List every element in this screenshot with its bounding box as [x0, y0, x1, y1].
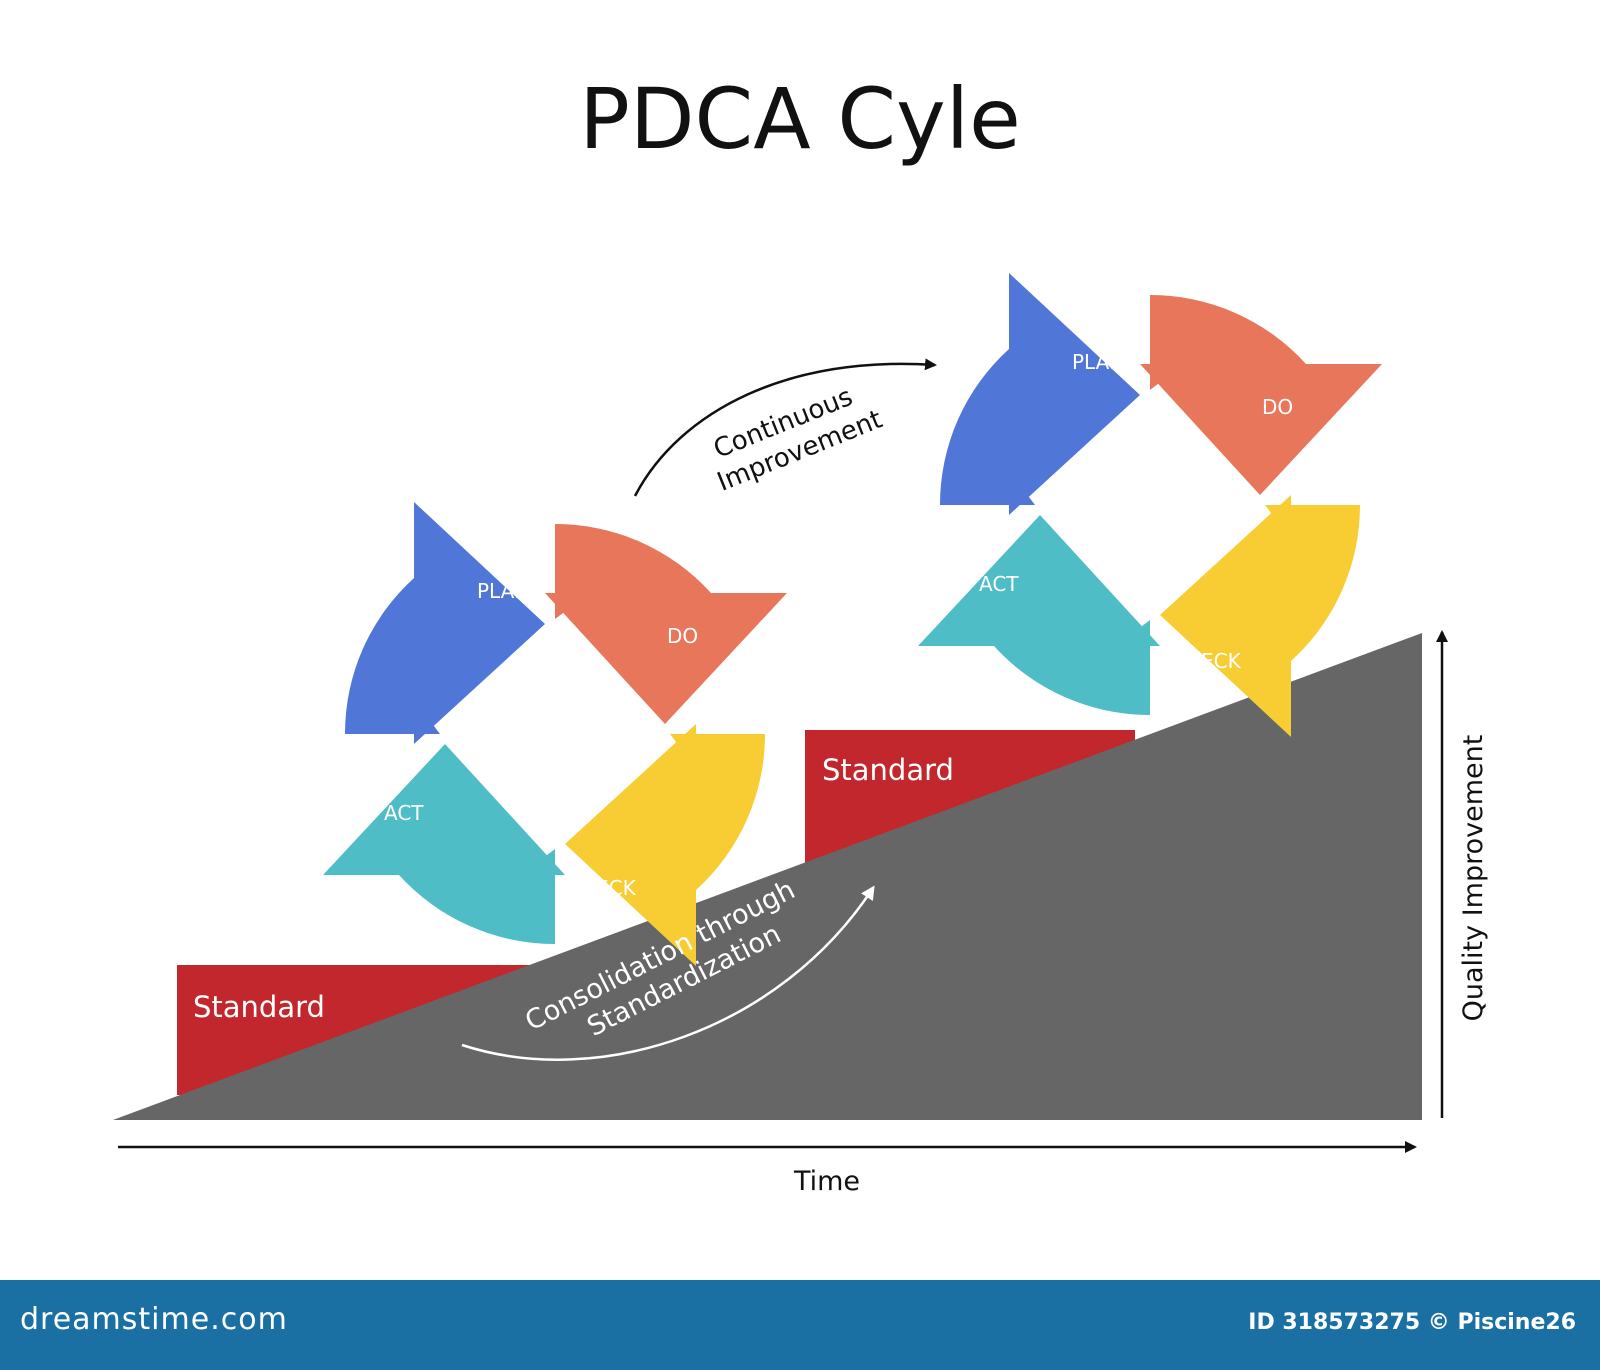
plan-arrow — [1140, 294, 1382, 495]
do-arrow — [565, 724, 766, 966]
consolidation-arrow — [461, 885, 875, 1061]
time-axis-label: Time — [793, 1166, 860, 1197]
continuous-improvement-label: Continuous Improvement — [710, 382, 887, 498]
check-label: CHECK — [567, 876, 637, 900]
pdca-cycle-1: PLAN DO CHECK ACT — [323, 502, 787, 966]
plan-arrow — [545, 523, 787, 724]
quality-axis-label: Quality Improvement — [1458, 735, 1489, 1022]
quality-slope — [113, 633, 1422, 1120]
act-label: ACT — [384, 801, 424, 825]
diagram-canvas: Standard Standard PLAN DO CHECK ACT — [113, 273, 1489, 1197]
check-arrow — [323, 744, 565, 945]
standard-label-2: Standard — [822, 753, 954, 787]
check-label: CHECK — [1172, 649, 1242, 673]
continuous-improvement-arrow — [633, 358, 937, 497]
act-arrow — [939, 273, 1140, 515]
footer-logo: dreamstime.com — [20, 1302, 288, 1337]
standard-label-1: Standard — [193, 990, 325, 1024]
check-arrow — [918, 515, 1160, 716]
do-label: DO — [667, 624, 698, 648]
act-label: ACT — [979, 572, 1019, 596]
plan-label: PLAN — [1072, 350, 1124, 374]
pdca-cycle-2: PLAN DO CHECK ACT — [918, 273, 1382, 737]
do-label: DO — [1262, 395, 1293, 419]
page-title: PDCA Cyle — [579, 70, 1021, 168]
footer-credit: ID 318573275 © Piscine26 — [1248, 1310, 1576, 1335]
do-arrow — [1160, 495, 1361, 737]
plan-label: PLAN — [477, 579, 529, 603]
act-arrow — [344, 502, 545, 744]
footer-bar: dreamstime.com ID 318573275 © Piscine26 — [0, 1280, 1600, 1370]
